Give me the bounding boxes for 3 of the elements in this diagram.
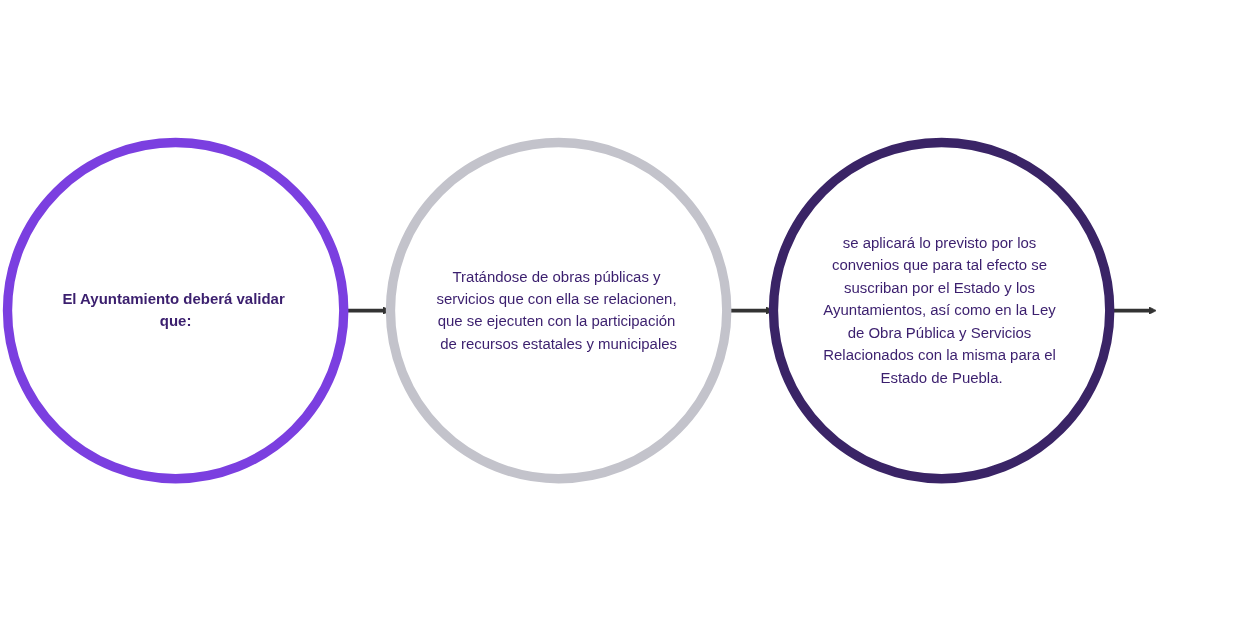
- node-circle: se aplicará lo previsto por los convenios que para tal efecto se suscriban por el Estado y los Ayuntamientos, así como en la Ley de Obra Pública y Servicios Relacionados con la misma para el Estado de Puebla.: [768, 138, 1115, 484]
- node-circle: Tratándose de obras públicas y servicios que con ella se relacionen, que se ejecuten con la participación de recursos estatales y municipales: [385, 138, 732, 484]
- node-circle: El Ayuntamiento deberá validar que:: [2, 138, 349, 484]
